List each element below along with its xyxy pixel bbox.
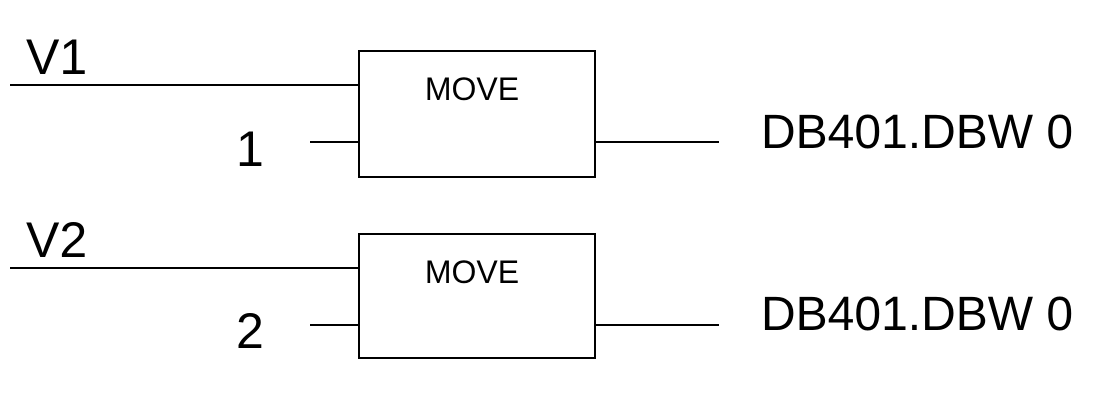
move-block-1: V1 1 MOVE DB401.DBW 0: [10, 29, 1073, 178]
enable-label-v1: V1: [26, 29, 87, 85]
enable-label-v2: V2: [26, 212, 87, 268]
output-address-1: DB401.DBW 0: [761, 106, 1073, 159]
input-value-1: 1: [236, 121, 264, 177]
move-box-1: [358, 50, 596, 178]
move-block-2: V2 2 MOVE DB401.DBW 0: [10, 212, 1073, 359]
move-box-2: [358, 233, 596, 359]
block-title-2: MOVE: [425, 254, 519, 290]
block-title-1: MOVE: [425, 71, 519, 107]
output-address-2: DB401.DBW 0: [761, 288, 1073, 341]
input-value-2: 2: [236, 303, 264, 359]
